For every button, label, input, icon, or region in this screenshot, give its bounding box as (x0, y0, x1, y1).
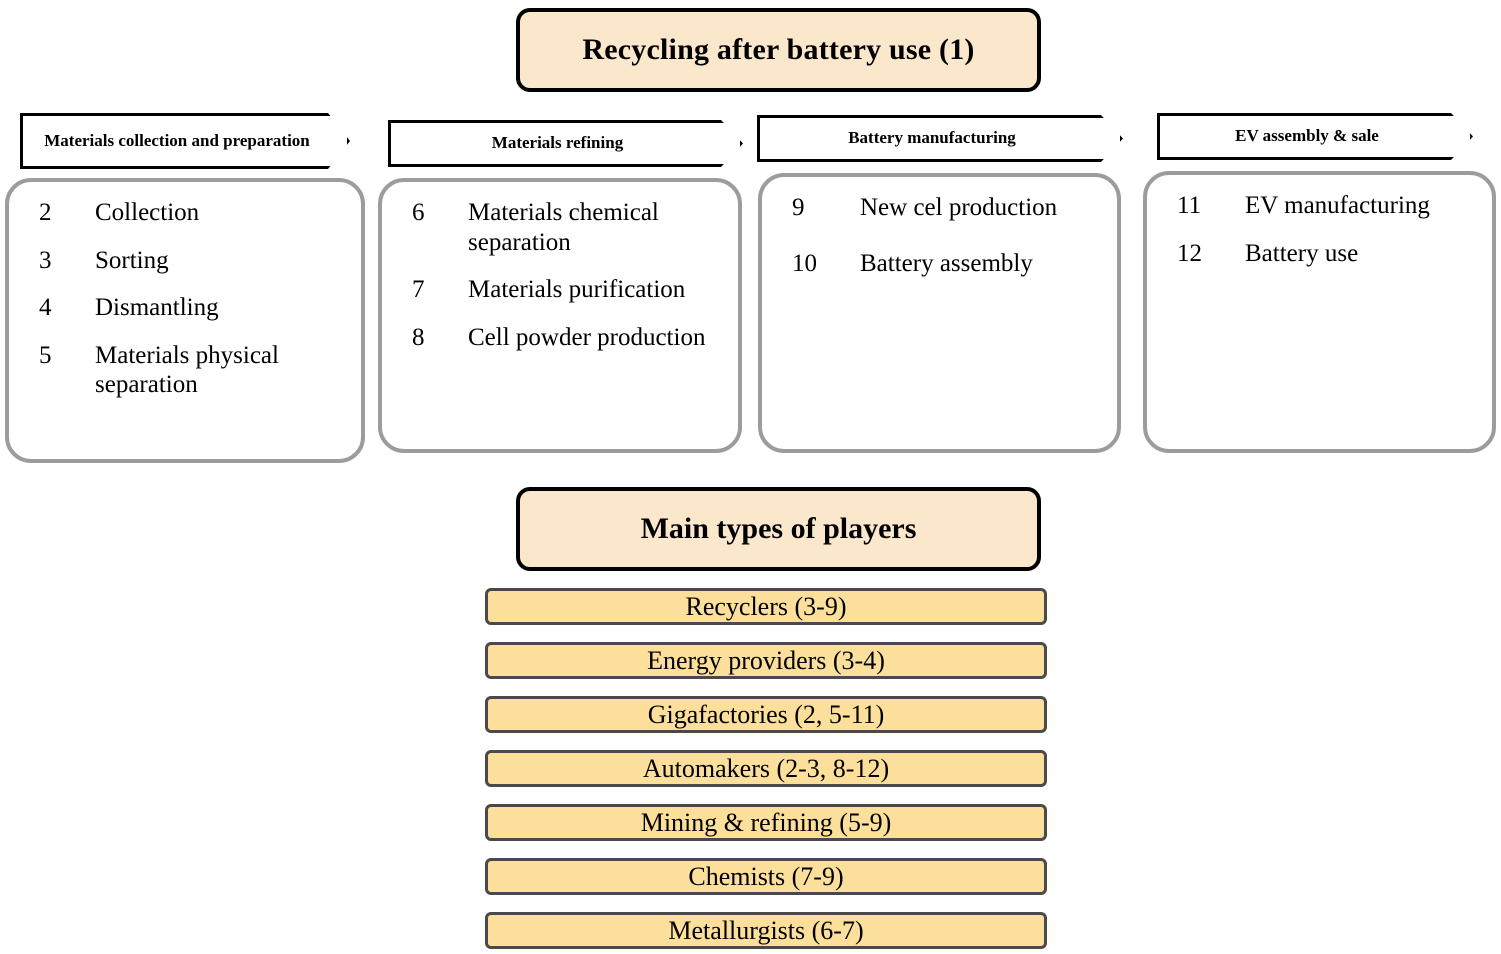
step-row: 10 Battery assembly (792, 249, 1103, 279)
step-number: 4 (39, 294, 52, 321)
player-bar-chemists[interactable]: Chemists (7-9) (485, 858, 1047, 895)
stage-header-battery-manufacturing: Battery manufacturing (757, 115, 1123, 162)
step-label: Sorting (95, 246, 169, 274)
step-number: 8 (412, 323, 425, 351)
stage-header-label: Materials collection and preparation (44, 130, 310, 150)
step-number: 3 (39, 246, 52, 274)
stage-header-label: Materials refining (491, 133, 624, 153)
stage-box-materials-collection: 2 Collection 3 Sorting 4 Dismantling 5 M… (5, 178, 365, 463)
player-bar-label: Recyclers (3-9) (685, 591, 847, 621)
step-number: 11 (1177, 192, 1202, 219)
step-row: 3 Sorting (39, 246, 347, 276)
players-title-banner: Main types of players (516, 487, 1041, 571)
players-title-text: Main types of players (640, 512, 917, 545)
stage-box-ev-assembly: 11 EV manufacturing 12 Battery use (1143, 171, 1496, 453)
stage-box-materials-refining: 6 Materials chemical separation 7 Materi… (378, 178, 742, 453)
step-label: Dismantling (95, 294, 219, 321)
player-bar-gigafactories[interactable]: Gigafactories (2, 5-11) (485, 696, 1047, 733)
player-bar-label: Energy providers (3-4) (647, 645, 885, 675)
step-row: 11 EV manufacturing (1177, 191, 1478, 221)
player-bar-mining-refining[interactable]: Mining & refining (5-9) (485, 804, 1047, 841)
player-bar-label: Automakers (2-3, 8-12) (642, 753, 890, 783)
step-row: 4 Dismantling (39, 293, 347, 323)
player-bar-label: Chemists (7-9) (688, 861, 844, 891)
step-row: 5 Materials physical separation (39, 341, 347, 400)
stage-header-materials-collection: Materials collection and preparation (20, 113, 350, 169)
step-number: 12 (1177, 239, 1202, 267)
top-title-text: Recycling after battery use (1) (582, 33, 975, 66)
step-label: Materials purification (468, 276, 686, 303)
step-row: 8 Cell powder production (412, 323, 724, 353)
step-row: 9 New cel production (792, 193, 1103, 223)
stage-header-ev-assembly: EV assembly & sale (1157, 113, 1473, 160)
step-number: 10 (792, 249, 817, 277)
step-label: Battery assembly (860, 249, 1033, 277)
stage-box-battery-manufacturing: 9 New cel production 10 Battery assembly (758, 173, 1121, 453)
stage-header-label: EV assembly & sale (1235, 126, 1379, 146)
player-bar-label: Mining & refining (5-9) (640, 807, 892, 837)
step-row: 12 Battery use (1177, 239, 1478, 269)
step-row: 6 Materials chemical separation (412, 198, 724, 257)
step-row: 7 Materials purification (412, 275, 724, 305)
stage-header-label: Battery manufacturing (848, 128, 1016, 148)
players-list: Recyclers (3-9) Energy providers (3-4) G… (485, 588, 1047, 949)
step-label: Materials physical separation (95, 341, 279, 399)
step-label: Collection (95, 199, 200, 226)
player-bar-energy-providers[interactable]: Energy providers (3-4) (485, 642, 1047, 679)
step-number: 5 (39, 341, 52, 369)
step-number: 2 (39, 199, 52, 226)
step-label: Cell powder production (468, 323, 706, 351)
player-bar-label: Metallurgists (6-7) (668, 915, 864, 945)
step-number: 9 (792, 194, 805, 221)
top-title-banner: Recycling after battery use (1) (516, 8, 1041, 92)
step-label: New cel production (860, 194, 1058, 221)
step-number: 6 (412, 199, 425, 226)
step-label: Battery use (1245, 239, 1359, 267)
stage-header-materials-refining: Materials refining (388, 120, 743, 167)
player-bar-automakers[interactable]: Automakers (2-3, 8-12) (485, 750, 1047, 787)
player-bar-label: Gigafactories (2, 5-11) (647, 699, 885, 729)
step-label: EV manufacturing (1245, 192, 1430, 219)
step-number: 7 (412, 276, 425, 303)
step-row: 2 Collection (39, 198, 347, 228)
step-label: Materials chemical separation (468, 199, 659, 256)
player-bar-recyclers[interactable]: Recyclers (3-9) (485, 588, 1047, 625)
player-bar-metallurgists[interactable]: Metallurgists (6-7) (485, 912, 1047, 949)
